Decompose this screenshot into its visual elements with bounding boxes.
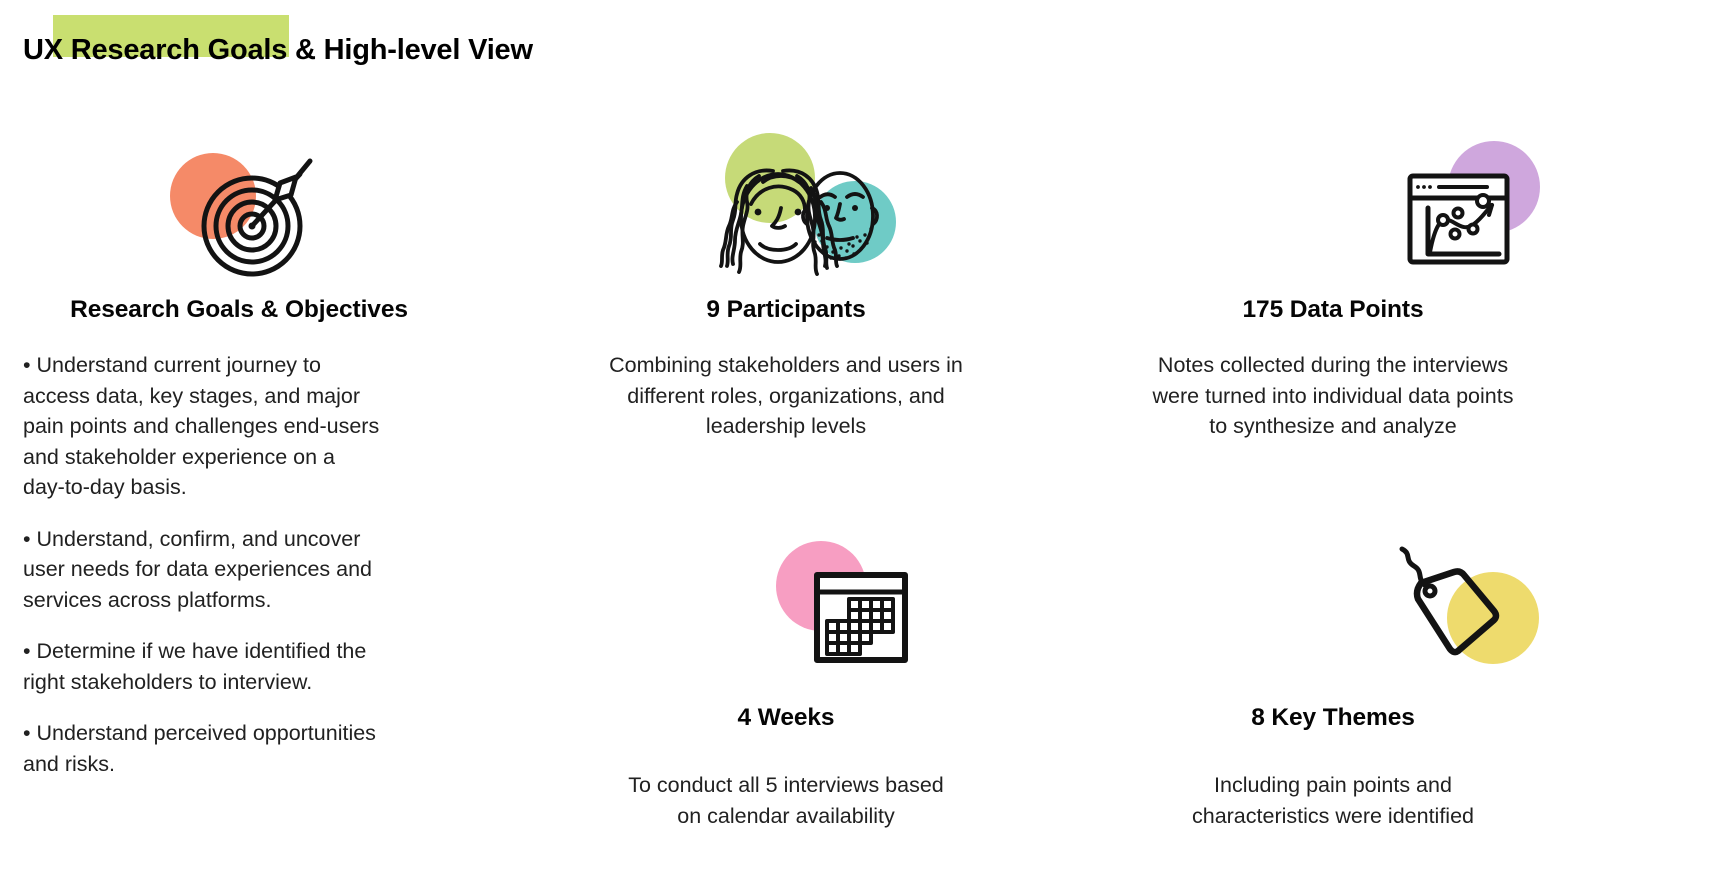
bullet-item-opportunities: • Understand perceived opportunities and… bbox=[23, 721, 376, 776]
heading-key-themes: 8 Key Themes bbox=[1251, 704, 1415, 731]
stubble-dots bbox=[812, 226, 873, 260]
calendar-icon bbox=[776, 541, 908, 663]
title-highlight-bar bbox=[53, 15, 289, 57]
chart-window-icon bbox=[1407, 141, 1540, 265]
man-face bbox=[801, 171, 879, 261]
heading-data-points: 175 Data Points bbox=[1242, 296, 1424, 323]
target-icon bbox=[170, 153, 313, 277]
bullet-item-journey: • Understand current journey to access d… bbox=[23, 353, 380, 499]
participants-icon bbox=[719, 133, 896, 276]
heading-participants: 9 Participants bbox=[706, 296, 866, 323]
key-themes-description: Including pain points and characteristic… bbox=[1191, 773, 1474, 828]
participants-description: Combining stakeholders and users in diff… bbox=[609, 353, 963, 438]
bullet-item-user-needs: • Understand, confirm, and uncover user … bbox=[23, 526, 373, 612]
tag-icon bbox=[1399, 546, 1539, 664]
woman-face bbox=[719, 168, 839, 276]
page-title: UX Research Goals & High-level View bbox=[23, 34, 533, 66]
heading-research-goals: Research Goals & Objectives bbox=[70, 296, 408, 323]
weeks-description: To conduct all 5 interviews based on cal… bbox=[628, 773, 944, 828]
data-points-description: Notes collected during the interviews we… bbox=[1152, 353, 1514, 438]
bullet-item-stakeholders: • Determine if we have identified the ri… bbox=[23, 639, 367, 694]
heading-weeks: 4 Weeks bbox=[737, 704, 835, 731]
research-goals-bullet-list: • Understand current journey to access d… bbox=[23, 350, 471, 800]
